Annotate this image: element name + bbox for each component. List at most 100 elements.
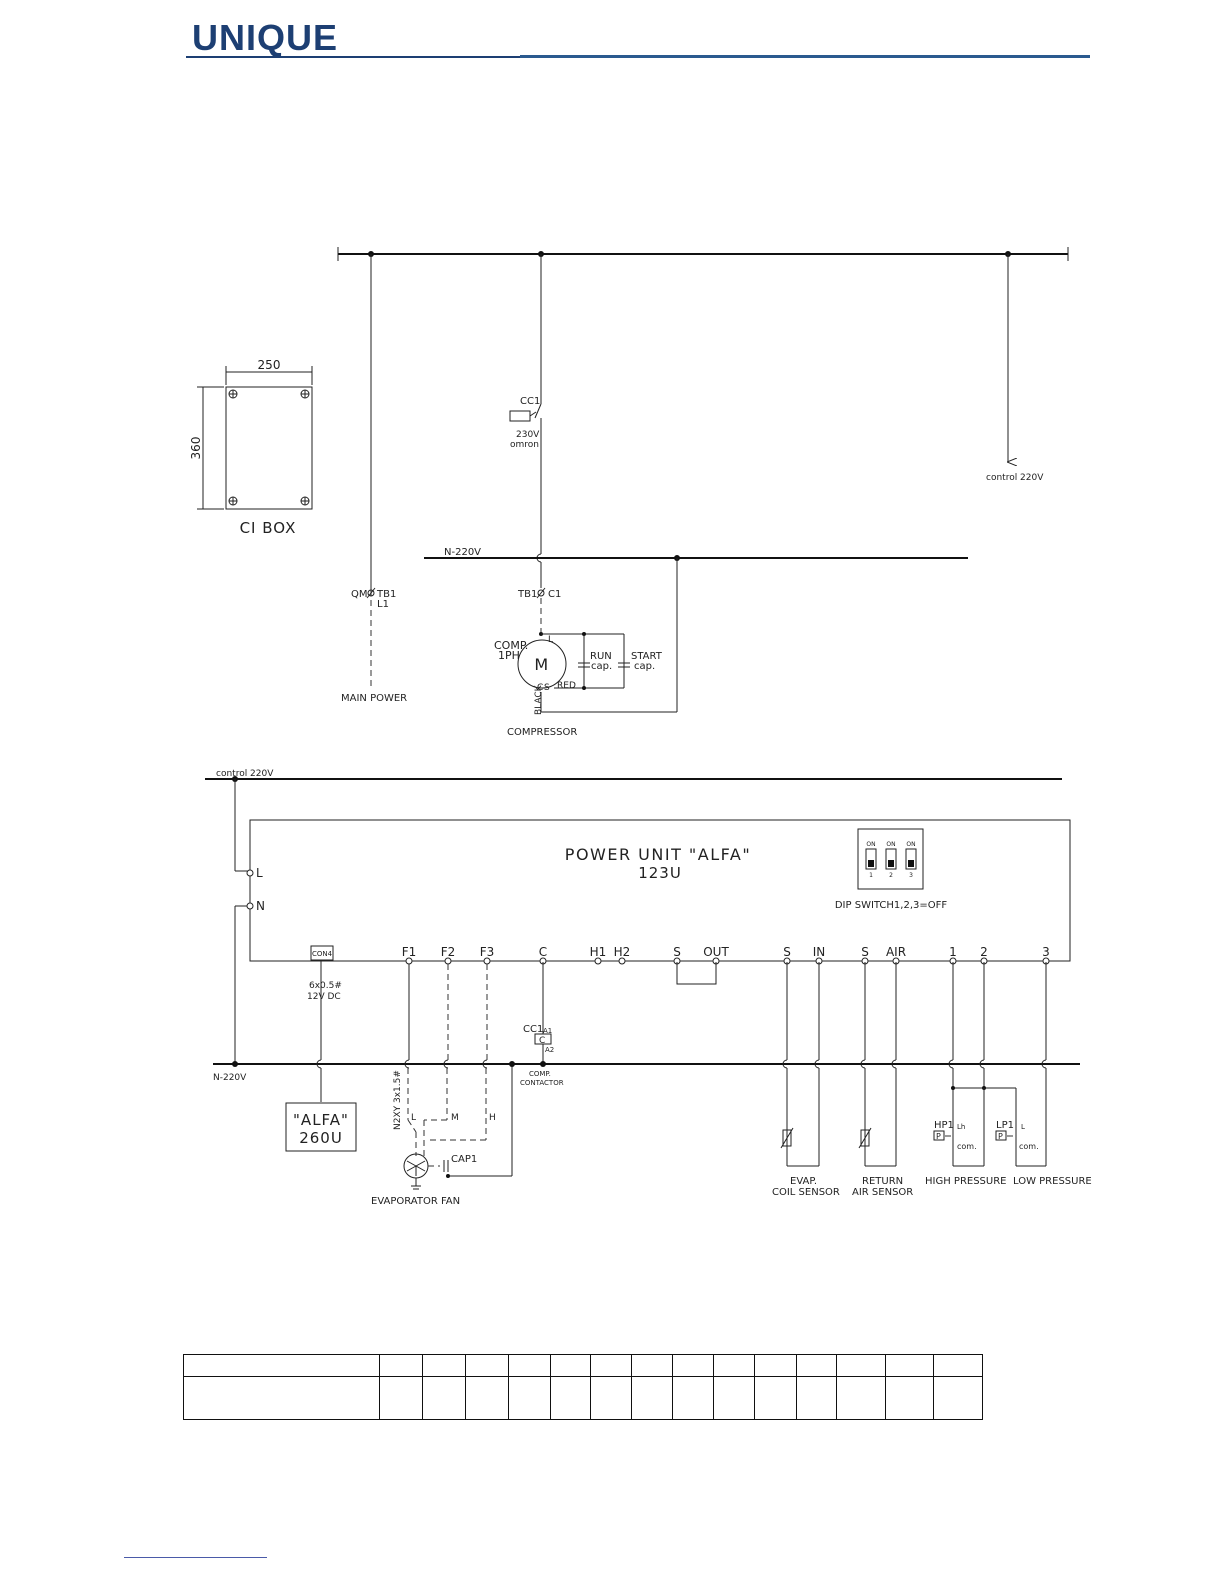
ci-box-width-dim: 250 <box>258 358 281 372</box>
terminal-label: IN <box>813 945 826 959</box>
s-out-jumper <box>676 962 717 985</box>
terminal-label: H1 <box>590 945 607 959</box>
evaporator-fan-label: EVAPORATOR FAN <box>371 1196 460 1207</box>
lp-p-box: P <box>998 1132 1003 1141</box>
cc1-coil-label: CC1 <box>523 1024 543 1035</box>
fan-h: H <box>489 1113 496 1123</box>
fan-cable: N2XY 3x1.5# <box>393 1070 403 1130</box>
control-circuit: control 220V POWER UNIT "ALFA" 123U L N … <box>205 769 1092 1207</box>
qm-label: QM <box>351 589 368 600</box>
terminal-label: S <box>861 945 869 959</box>
compressor-label: COMPRESSOR <box>507 727 577 738</box>
hp-contact: Lh <box>957 1123 965 1131</box>
page-header: UNIQUE <box>0 0 1224 70</box>
evap-sensor-line1: EVAP. <box>790 1176 817 1187</box>
dip-number: 2 <box>889 872 893 879</box>
cap1-label: CAP1 <box>451 1154 477 1165</box>
terminal-label: S <box>783 945 791 959</box>
return-air-sensor <box>860 1129 870 1147</box>
tb1-label: TB1 <box>376 589 396 600</box>
cable-spec: 6x0.5# <box>309 981 342 991</box>
terminal-label: F1 <box>402 945 417 959</box>
hp1-label: HP1 <box>934 1120 954 1131</box>
terminal-point <box>405 957 413 965</box>
a2-label: A2 <box>545 1046 554 1054</box>
ci-box-height-dim: 360 <box>189 437 203 460</box>
start-cap-label: START <box>631 651 663 662</box>
fan-m: M <box>451 1113 459 1123</box>
brand-logo: UNIQUE <box>192 17 339 58</box>
tb1-c1-label: TB1 <box>517 589 537 600</box>
terminal-label: C <box>539 945 547 959</box>
fan-l: L <box>411 1113 416 1123</box>
wire-black: BLACK <box>534 684 544 715</box>
dip-number: 1 <box>869 872 873 879</box>
top-circuit: QM TB1 L1 MAIN POWER CC1 230V omron cont… <box>337 247 1069 738</box>
power-unit-title: POWER UNIT "ALFA" <box>565 845 751 864</box>
dip-on-label: ON <box>906 841 915 848</box>
evap-sensor-line2: COIL SENSOR <box>772 1187 840 1198</box>
cc1-label: CC1 <box>520 396 540 407</box>
control-bus-label: control 220V <box>216 769 274 779</box>
con4-connector <box>310 945 334 961</box>
neutral-label: N-220V <box>444 547 481 558</box>
dip-switch-slot <box>885 848 897 870</box>
lp-com: com. <box>1019 1142 1039 1151</box>
dip-switch-label: DIP SWITCH1,2,3=OFF <box>835 900 948 911</box>
alfa-box-line1: "ALFA" <box>293 1111 349 1129</box>
header-rule-accent <box>520 55 1090 58</box>
coil-c: C <box>539 1036 545 1046</box>
cc1-coil <box>509 410 531 422</box>
cable-voltage: 12V DC <box>307 992 341 1002</box>
terminal-label: 2 <box>980 945 988 959</box>
main-power-label: MAIN POWER <box>341 693 407 704</box>
terminal-label: AIR <box>886 945 906 959</box>
comp-label: COMP. <box>494 639 528 652</box>
cc1-voltage: 230V <box>516 430 540 440</box>
dip-on-label: ON <box>886 841 895 848</box>
c1-label: C1 <box>548 589 561 600</box>
pin-c: C <box>537 683 543 693</box>
ci-box: 250 360 CI BOX <box>189 358 313 537</box>
high-pressure-label: HIGH PRESSURE <box>925 1176 1007 1187</box>
terminal-label: H2 <box>614 945 631 959</box>
lp-contact: L <box>1021 1123 1025 1131</box>
terminal-label: 3 <box>1042 945 1050 959</box>
run-cap-label: RUN <box>590 651 612 662</box>
compressor-motor <box>517 639 567 689</box>
footer-rule <box>124 1557 267 1558</box>
cc1-contact <box>534 403 542 419</box>
l1-label: L1 <box>377 599 389 610</box>
dip-number: 3 <box>909 872 913 879</box>
comp-contactor-2: CONTACTOR <box>520 1079 564 1087</box>
a1-label: A1 <box>543 1027 552 1035</box>
terminal-l: L <box>256 866 263 880</box>
cc1-brand: omron <box>510 440 539 450</box>
spec-table <box>183 1354 984 1420</box>
pin-s: S <box>544 683 550 693</box>
terminal-point <box>444 957 452 965</box>
dip-switch-knob <box>908 860 914 867</box>
low-pressure-label: LOW PRESSURE <box>1013 1176 1092 1187</box>
hp-com: com. <box>957 1142 977 1151</box>
ci-box-outline <box>225 386 313 510</box>
power-unit-box <box>249 819 1071 962</box>
table-row <box>183 1376 984 1420</box>
comp-contactor-1: COMP. <box>529 1070 551 1078</box>
con4-label: CON4 <box>312 950 333 958</box>
start-cap-abbr: cap. <box>634 661 655 672</box>
terminal-point <box>594 957 602 965</box>
return-sensor-line1: RETURN <box>862 1176 903 1187</box>
terminal-n: N <box>256 899 265 913</box>
dip-switch-slot <box>905 848 917 870</box>
terminal-label: 1 <box>949 945 957 959</box>
power-unit-model: 123U <box>638 864 682 882</box>
terminal-label: F3 <box>480 945 495 959</box>
terminal-point <box>618 957 626 965</box>
neutral-bus-label: N-220V <box>213 1073 247 1083</box>
alfa-box-line2: 260U <box>299 1129 343 1147</box>
control-220v-label: control 220V <box>986 473 1044 483</box>
